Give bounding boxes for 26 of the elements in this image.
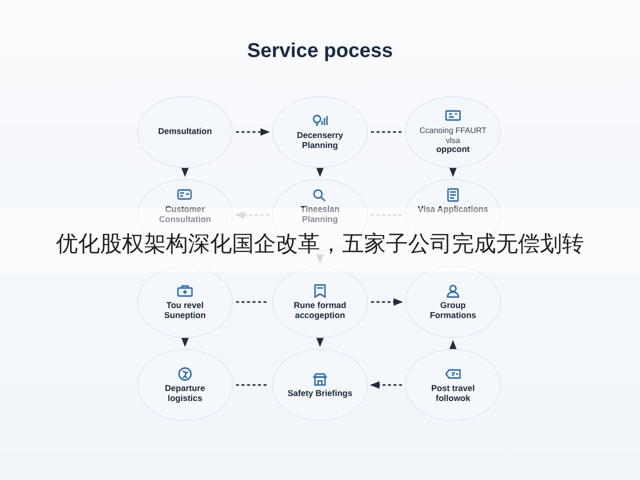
dashed-arrow [181, 167, 189, 177]
step-label: Customer Consultation [158, 205, 212, 225]
step-label: Tineesian Planning [299, 205, 341, 225]
step-label: oppcont [436, 144, 470, 155]
step-label: Demsultation [158, 127, 212, 137]
step-label: Departure logistics [164, 384, 206, 404]
dashed-arrow [370, 381, 402, 389]
dashed-arrow [181, 337, 189, 347]
dashed-arrow [316, 167, 324, 177]
step-label: Group Formations [428, 300, 478, 320]
dashed-arrow [316, 254, 324, 264]
step-label: Visa Applications [418, 205, 488, 215]
step-label: Safety Briefings [288, 388, 352, 398]
dashed-arrow [371, 298, 403, 306]
dashed-arrow [235, 211, 269, 219]
diagram-title: Service pocess [246, 40, 394, 63]
step-label: Ccanoing FFAURT vlsa [418, 126, 488, 145]
step-label: Decenserry Planning [296, 130, 344, 150]
dashed-arrow [449, 167, 457, 177]
dashed-arrow [316, 337, 324, 347]
dashed-arrow [236, 128, 270, 136]
step-label: Rune formad accogeption [292, 300, 348, 320]
dashed-arrow [449, 340, 457, 350]
headline-toast-text: 优化股权架构深化国企改革，五家子公司完成无偿划转 [55, 231, 585, 259]
step-label: Tou revel Suneption [163, 300, 207, 320]
step-label: Post travel followok [430, 384, 476, 404]
